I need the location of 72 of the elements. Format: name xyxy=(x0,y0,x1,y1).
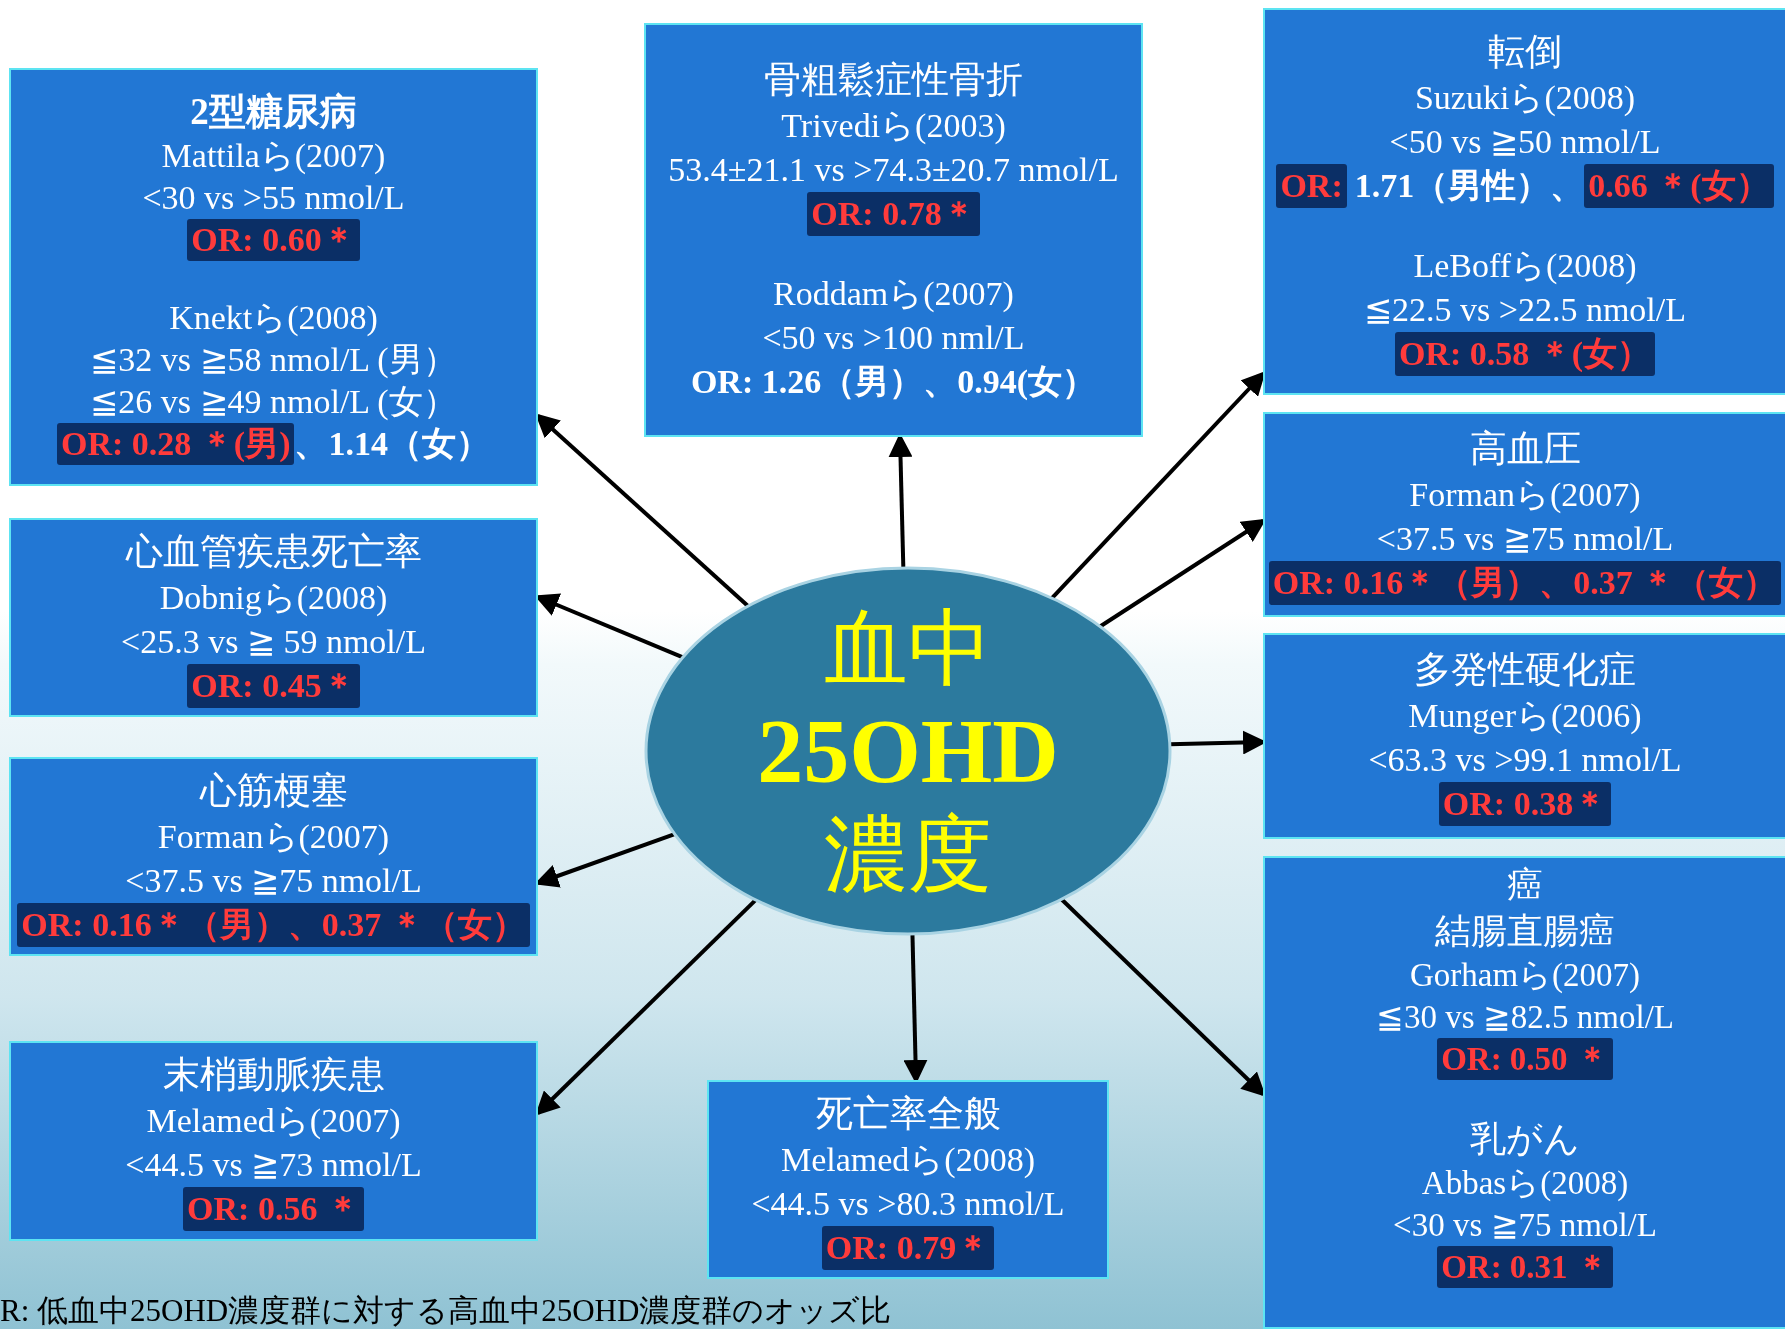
odds-ratio-text: OR: 0.58 ＊(女） xyxy=(1394,331,1656,376)
odds-ratio-text: OR: 0.16＊（男）、0.37 ＊（女） xyxy=(1268,560,1782,605)
study-text: ≦30 vs ≧82.5 nmol/L xyxy=(1376,998,1674,1037)
odds-ratio-text: OR: 1.26（男）、0.94(女） xyxy=(690,362,1097,402)
study-text: Formanら(2007) xyxy=(157,816,390,857)
title-text: 血中 xyxy=(824,600,992,697)
odds-ratio-text: 0.66 ＊(女） xyxy=(1584,163,1774,208)
study-text: <63.3 vs >99.1 nmol/L xyxy=(1368,740,1682,780)
study-text: Mattilaら(2007) xyxy=(161,136,386,176)
heading-text: 高血圧 xyxy=(1469,426,1581,471)
title-text: 25OHD xyxy=(757,699,1059,803)
title-text: 濃度 xyxy=(824,806,992,903)
study-text: <30 vs ≧75 nmol/L xyxy=(1393,1206,1657,1245)
study-text: LeBoffら(2008) xyxy=(1413,245,1637,286)
study-text: <37.5 vs ≧75 nmol/L xyxy=(1376,518,1674,559)
study-text: Melamedら(2008) xyxy=(780,1139,1035,1180)
heading-text: 死亡率全般 xyxy=(815,1091,1001,1136)
heading-text: 癌 xyxy=(1507,864,1543,907)
heading-text: 転倒 xyxy=(1488,29,1562,74)
study-text: <30 vs >55 nmol/L xyxy=(142,178,405,218)
study-text: Dobnigら(2008) xyxy=(159,577,388,618)
odds-ratio-text: OR: 0.56 ＊ xyxy=(183,1187,364,1231)
heading-text: 心血管疾患死亡率 xyxy=(125,529,422,574)
info-box xyxy=(9,68,538,486)
heading-text: 心筋梗塞 xyxy=(199,768,348,813)
study-text: ≦32 vs ≧58 nmol/L (男） xyxy=(90,340,457,380)
info-box xyxy=(707,1080,1109,1279)
study-text: ≦22.5 vs >22.5 nmol/L xyxy=(1364,289,1686,330)
study-text: Suzukiら(2008) xyxy=(1414,77,1636,118)
study-text: Trivediら(2003) xyxy=(781,106,1006,146)
info-box xyxy=(9,518,538,717)
odds-ratio-text: OR: xyxy=(1276,163,1347,208)
odds-ratio-text: OR: 0.38＊ xyxy=(1438,782,1612,826)
heading-text: 多発性硬化症 xyxy=(1414,648,1636,692)
study-text: 53.4±21.1 vs >74.3±20.7 nmol/L xyxy=(668,150,1119,190)
odds-ratio-text: OR: 0.79＊ xyxy=(821,1225,995,1270)
heading-text: 末梢動脈疾患 xyxy=(162,1053,385,1097)
heading-text: 乳がん xyxy=(1470,1118,1580,1161)
info-box xyxy=(644,23,1143,437)
study-text: <44.5 vs >80.3 nmol/L xyxy=(751,1183,1065,1224)
info-box xyxy=(1263,412,1785,617)
study-text: Melamedら(2007) xyxy=(146,1101,401,1141)
study-text: Knektら(2008) xyxy=(169,298,378,338)
study-text: <50 vs >100 nml/L xyxy=(762,318,1025,358)
info-box xyxy=(9,1041,538,1241)
study-text: <37.5 vs ≧75 nmol/L xyxy=(125,860,422,901)
odds-ratio-text: OR: 0.50 ＊ xyxy=(1437,1038,1613,1080)
info-box xyxy=(1263,8,1785,395)
odds-ratio-text: OR: 0.60＊ xyxy=(187,219,360,261)
heading-text: 骨粗鬆症性骨折 xyxy=(764,58,1023,102)
study-text: Roddamら(2007) xyxy=(773,274,1014,314)
study-text: ≦26 vs ≧49 nmol/L (女） xyxy=(90,382,457,422)
odds-ratio-text: OR: 0.28 ＊(男) xyxy=(57,423,295,465)
study-text: <44.5 vs ≧73 nmol/L xyxy=(125,1145,422,1185)
odds-ratio-text: OR: 0.78＊ xyxy=(807,192,980,236)
study-text: <50 vs ≧50 nmol/L xyxy=(1389,121,1661,162)
odds-ratio-text: OR: 0.45＊ xyxy=(187,663,360,708)
study-text: <25.3 vs ≧ 59 nmol/L xyxy=(121,621,426,662)
study-text: Formanら(2007) xyxy=(1409,474,1641,515)
info-box xyxy=(1263,633,1785,839)
odds-ratio-text: 、1.14（女） xyxy=(294,424,490,464)
info-box xyxy=(1263,856,1785,1329)
odds-ratio-text: OR: 0.31 ＊ xyxy=(1437,1246,1613,1288)
odds-ratio-text: OR: 0.16＊（男）、0.37 ＊（女） xyxy=(17,902,530,947)
info-box xyxy=(9,757,538,956)
odds-ratio-text: 1.71（男性）、 xyxy=(1354,165,1585,206)
study-text: Abbasら(2008) xyxy=(1421,1164,1629,1203)
footnote-text: R: 低血中25OHD濃度群に対する高血中25OHD濃度群のオッズ比 xyxy=(0,1292,892,1329)
heading-text: 2型糖尿病 xyxy=(190,90,357,134)
heading-text: 結腸直腸癌 xyxy=(1435,910,1615,953)
study-text: Gorhamら(2007) xyxy=(1409,956,1641,995)
study-text: Mungerら(2006) xyxy=(1408,696,1642,736)
